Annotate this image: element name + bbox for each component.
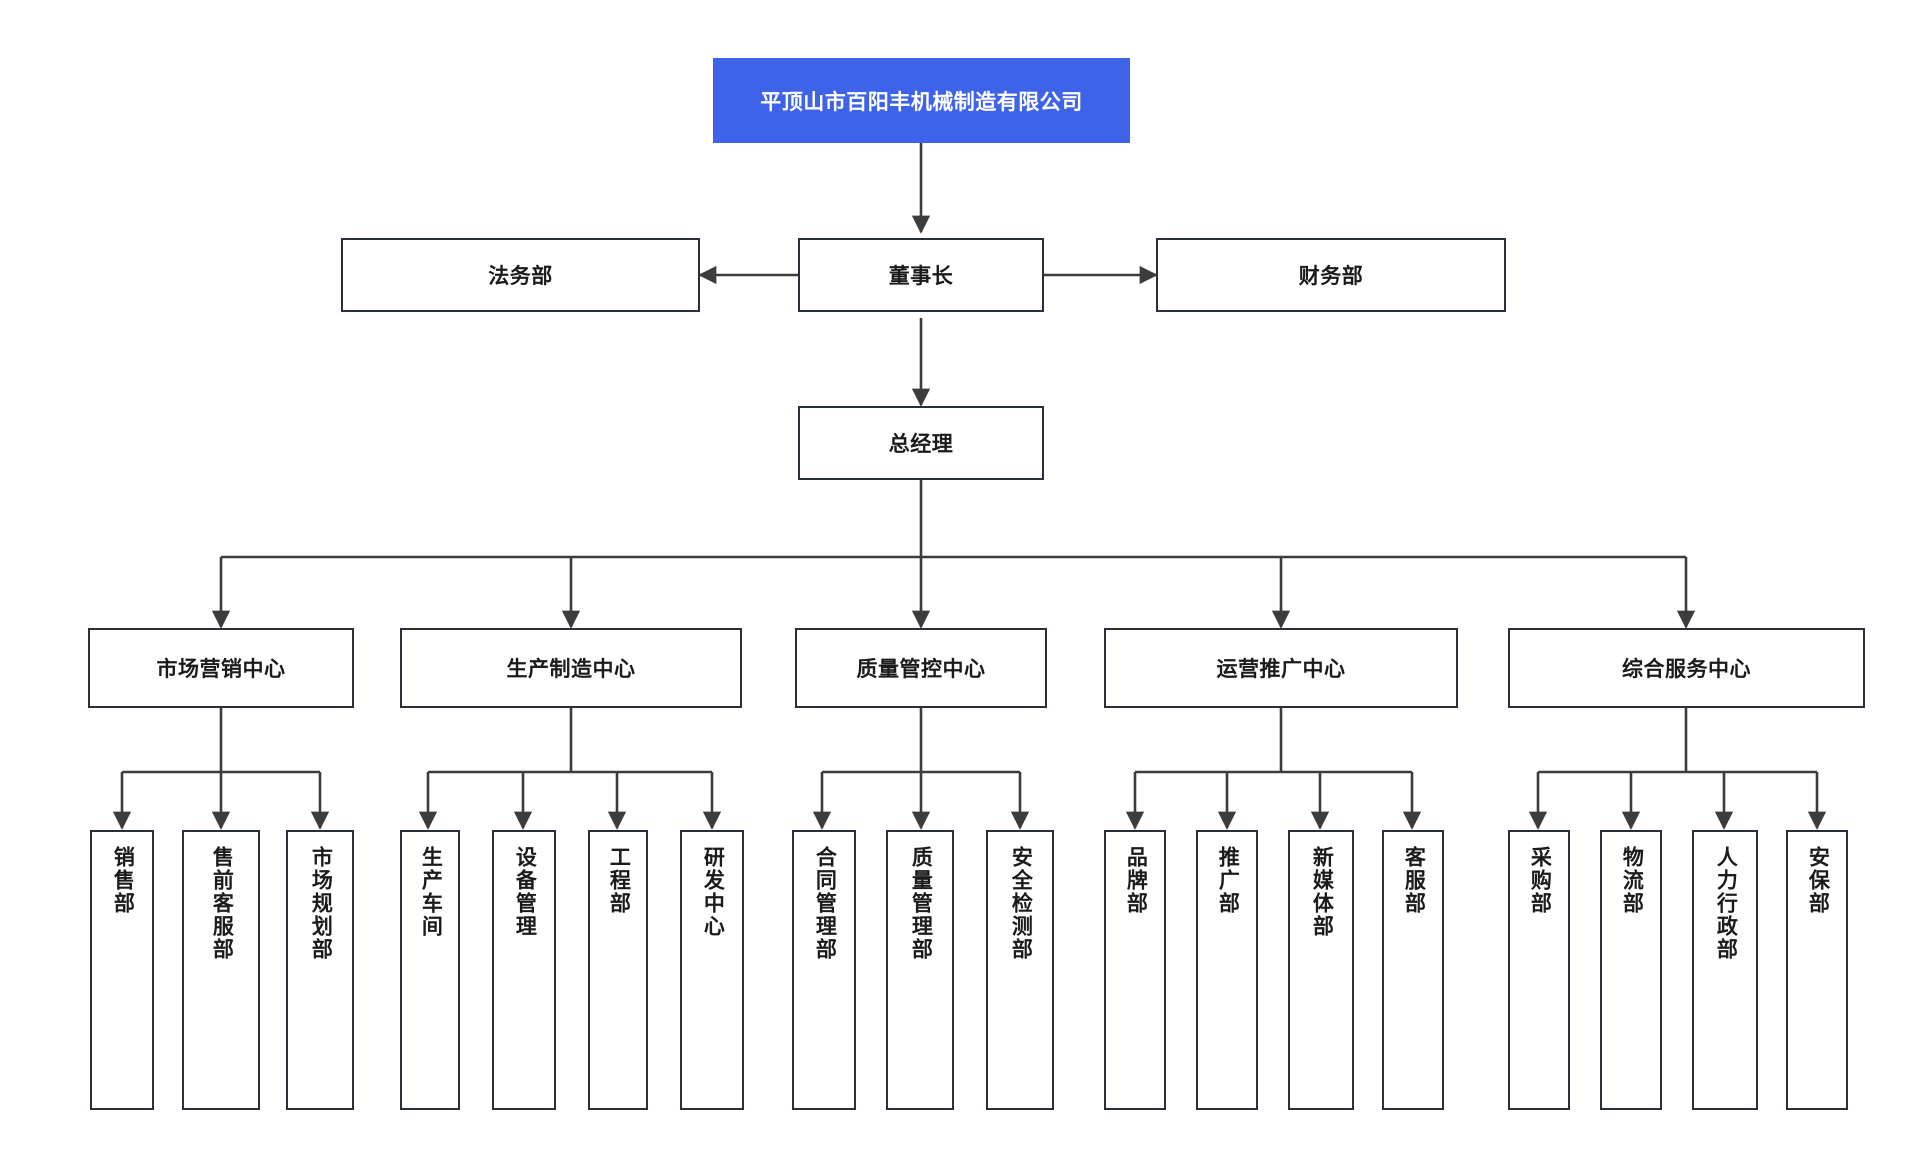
node-center-manufacturing[interactable]: 生产制造中心 (400, 628, 742, 708)
node-dept-production-workshop[interactable]: 生产车间 (400, 830, 460, 1110)
node-dept-rnd-center[interactable]: 研发中心 (680, 830, 744, 1110)
node-company-root[interactable]: 平顶山市百阳丰机械制造有限公司 (713, 58, 1130, 143)
node-general-manager[interactable]: 总经理 (798, 406, 1044, 480)
node-dept-equipment-management[interactable]: 设备管理 (492, 830, 556, 1110)
node-chairman[interactable]: 董事长 (798, 238, 1044, 312)
node-dept-logistics[interactable]: 物流部 (1600, 830, 1662, 1110)
node-dept-brand[interactable]: 品牌部 (1104, 830, 1166, 1110)
node-dept-promotion[interactable]: 推广部 (1196, 830, 1258, 1110)
node-dept-new-media[interactable]: 新媒体部 (1288, 830, 1354, 1110)
node-dept-presales-service[interactable]: 售前客服部 (182, 830, 260, 1110)
node-dept-hr-administration[interactable]: 人力行政部 (1692, 830, 1758, 1110)
node-dept-security[interactable]: 安保部 (1786, 830, 1848, 1110)
node-center-general-services[interactable]: 综合服务中心 (1508, 628, 1865, 708)
node-center-quality[interactable]: 质量管控中心 (795, 628, 1047, 708)
node-center-marketing[interactable]: 市场营销中心 (88, 628, 354, 708)
node-dept-quality-management[interactable]: 质量管理部 (886, 830, 954, 1110)
node-dept-contract-management[interactable]: 合同管理部 (792, 830, 856, 1110)
node-dept-safety-inspection[interactable]: 安全检测部 (986, 830, 1054, 1110)
node-dept-engineering[interactable]: 工程部 (588, 830, 648, 1110)
node-finance-department[interactable]: 财务部 (1156, 238, 1506, 312)
node-legal-department[interactable]: 法务部 (341, 238, 700, 312)
node-dept-market-planning[interactable]: 市场规划部 (286, 830, 354, 1110)
node-dept-sales[interactable]: 销售部 (90, 830, 154, 1110)
node-dept-customer-service[interactable]: 客服部 (1382, 830, 1444, 1110)
node-dept-procurement[interactable]: 采购部 (1508, 830, 1570, 1110)
node-center-operations[interactable]: 运营推广中心 (1104, 628, 1458, 708)
